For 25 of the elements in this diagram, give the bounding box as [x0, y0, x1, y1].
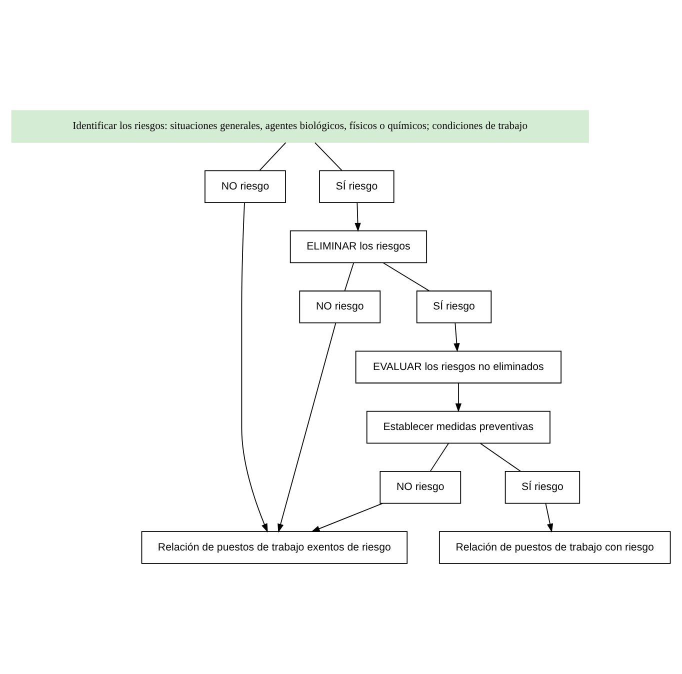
- node-box: NO riesgo: [204, 170, 286, 203]
- arrow: [454, 322, 460, 352]
- node-box: SÍ riesgo: [416, 290, 492, 324]
- node-box: EVALUAR los riesgos no eliminados: [355, 350, 562, 384]
- arrow: [310, 503, 383, 532]
- connector: [344, 262, 354, 292]
- node-box: Relación de puestos de trabajo con riesgo: [438, 531, 671, 564]
- node-box: Establecer medidas preventivas: [366, 410, 550, 444]
- arrow: [354, 202, 361, 232]
- node-box: NO riesgo: [299, 290, 381, 324]
- arrow: [278, 322, 336, 533]
- arrow: [545, 503, 554, 533]
- arrow: [455, 382, 462, 412]
- node-box: Relación de puestos de trabajo exentos de riesgo: [141, 531, 408, 564]
- node-box: SÍ riesgo: [319, 170, 394, 203]
- connector: [480, 443, 521, 472]
- node-box: ELIMINAR los riesgos: [290, 230, 428, 264]
- connector: [259, 142, 286, 171]
- node-box: SÍ riesgo: [504, 471, 580, 504]
- connector: [382, 262, 430, 292]
- connector: [314, 142, 342, 171]
- arrow: [241, 202, 268, 533]
- node-box: Identificar los riesgos: situaciones generales, agentes biológicos, físicos o químicos; condiciones de trabajo: [11, 110, 589, 143]
- node-box: NO riesgo: [380, 471, 462, 504]
- connector: [430, 443, 449, 472]
